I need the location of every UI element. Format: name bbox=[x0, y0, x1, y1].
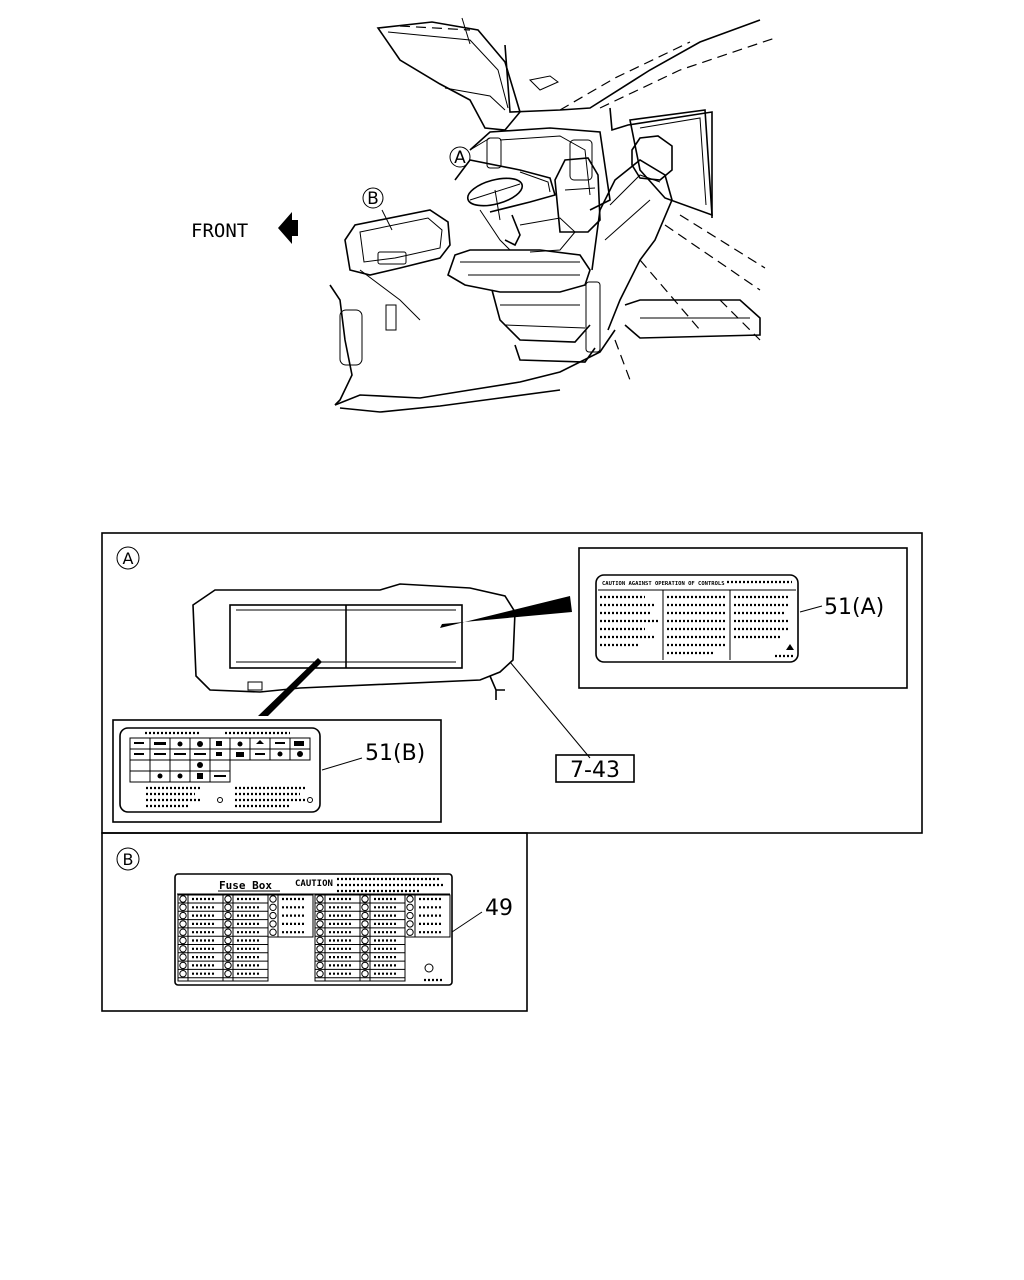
cab-interior-illustration bbox=[329, 17, 776, 413]
ref-7-43: 7-43 bbox=[570, 758, 620, 783]
detail-a-frame bbox=[101, 532, 923, 834]
fuse-box-label-decal: Fuse Box CAUTION bbox=[174, 873, 453, 986]
front-arrow-icon bbox=[278, 212, 298, 244]
detail-b-marker: B bbox=[116, 847, 140, 871]
callout-b-letter: B bbox=[367, 189, 379, 209]
front-label: FRONT bbox=[191, 220, 248, 242]
part-number-51b: 51(B) bbox=[365, 741, 425, 766]
callout-a: A bbox=[449, 146, 471, 168]
fuse-box-caution: CAUTION bbox=[295, 879, 333, 889]
ref-7-43-box bbox=[555, 754, 635, 783]
detail-a-marker: A bbox=[116, 546, 140, 570]
label-51b-frame bbox=[112, 719, 442, 823]
label-51a-heading: CAUTION AGAINST OPERATION OF CONTROLS bbox=[602, 581, 725, 587]
part-number-51a: 51(A) bbox=[824, 595, 884, 620]
label-51a-decal: CAUTION AGAINST OPERATION OF CONTROLS bbox=[595, 574, 799, 663]
detail-b-frame bbox=[101, 832, 528, 1012]
label-51a-frame bbox=[578, 547, 908, 689]
svg-text:A: A bbox=[123, 549, 134, 568]
fuse-box-title: Fuse Box bbox=[219, 879, 272, 892]
sun-visor-drawing bbox=[192, 583, 591, 759]
label-51b-decal bbox=[119, 727, 321, 813]
callout-a-letter: A bbox=[454, 148, 466, 168]
callout-b: B bbox=[362, 187, 384, 209]
part-number-49: 49 bbox=[485, 896, 513, 921]
svg-text:B: B bbox=[123, 850, 134, 869]
